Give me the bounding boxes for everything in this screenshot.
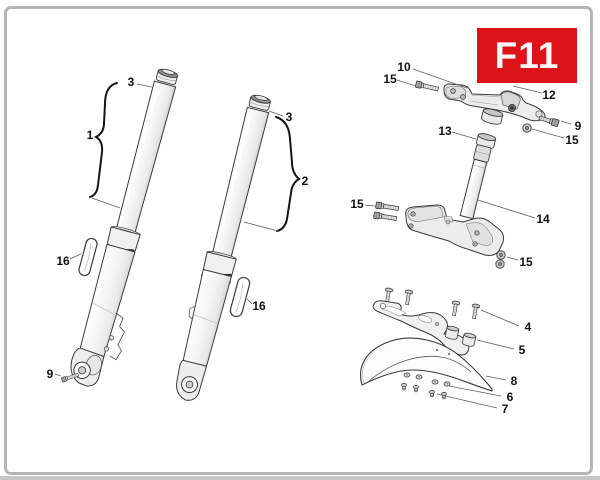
stem-nuts bbox=[495, 250, 506, 269]
leader-lines bbox=[54, 68, 572, 409]
callout-nut-upper: 15 bbox=[565, 133, 579, 147]
steering-stem bbox=[459, 144, 492, 220]
front-fender bbox=[360, 337, 493, 392]
fork-leg-right bbox=[176, 93, 272, 401]
callout-upper-bracket-riser: 12 bbox=[542, 88, 556, 102]
reflector-right bbox=[229, 276, 251, 318]
page-bottom-shadow bbox=[0, 476, 600, 480]
fork-leg-left bbox=[70, 66, 179, 387]
reflector-left bbox=[78, 237, 98, 277]
fender-rivets bbox=[401, 383, 447, 400]
callout-bolt-top-right: 9 bbox=[574, 119, 582, 133]
bolt-top-right bbox=[538, 115, 560, 127]
callout-braces bbox=[89, 82, 301, 232]
callout-upper-bracket: 10 bbox=[397, 60, 411, 74]
callout-fender-rivets: 7 bbox=[501, 402, 509, 416]
clamp-bolts bbox=[373, 201, 400, 223]
callout-fender-clips: 6 bbox=[506, 390, 514, 404]
bolt-top-left bbox=[414, 80, 440, 93]
fender-spacers bbox=[444, 325, 477, 347]
upper-bracket bbox=[443, 83, 546, 122]
callout-reflector-right: 16 bbox=[252, 299, 266, 313]
callout-fork-leg-left: 1 bbox=[86, 128, 94, 142]
callout-clamp-bolts: 15 bbox=[350, 197, 364, 211]
callout-fork-cap-left: 3 bbox=[127, 75, 135, 89]
callout-bolt-top-left: 15 bbox=[383, 72, 397, 86]
stem-spacer-upper bbox=[481, 108, 504, 125]
page-code-text: F11 bbox=[494, 35, 560, 76]
lower-bracket bbox=[405, 204, 505, 256]
callout-lower-bracket-stem: 14 bbox=[536, 212, 550, 226]
callout-reflector-left: 16 bbox=[56, 254, 70, 268]
callout-fork-leg-right: 2 bbox=[301, 174, 309, 188]
page-code-badge: F11 bbox=[477, 28, 577, 83]
callout-stem-nuts: 15 bbox=[519, 255, 533, 269]
nut-upper bbox=[522, 123, 532, 133]
callout-fender-screws: 4 bbox=[524, 320, 532, 334]
callout-fender-spacers: 5 bbox=[518, 343, 526, 357]
callout-fork-cap-right: 3 bbox=[285, 110, 293, 124]
callout-bolt-bottom-left: 9 bbox=[46, 367, 54, 381]
callout-front-fender: 8 bbox=[510, 374, 518, 388]
callout-stem-bushing: 13 bbox=[438, 124, 452, 138]
